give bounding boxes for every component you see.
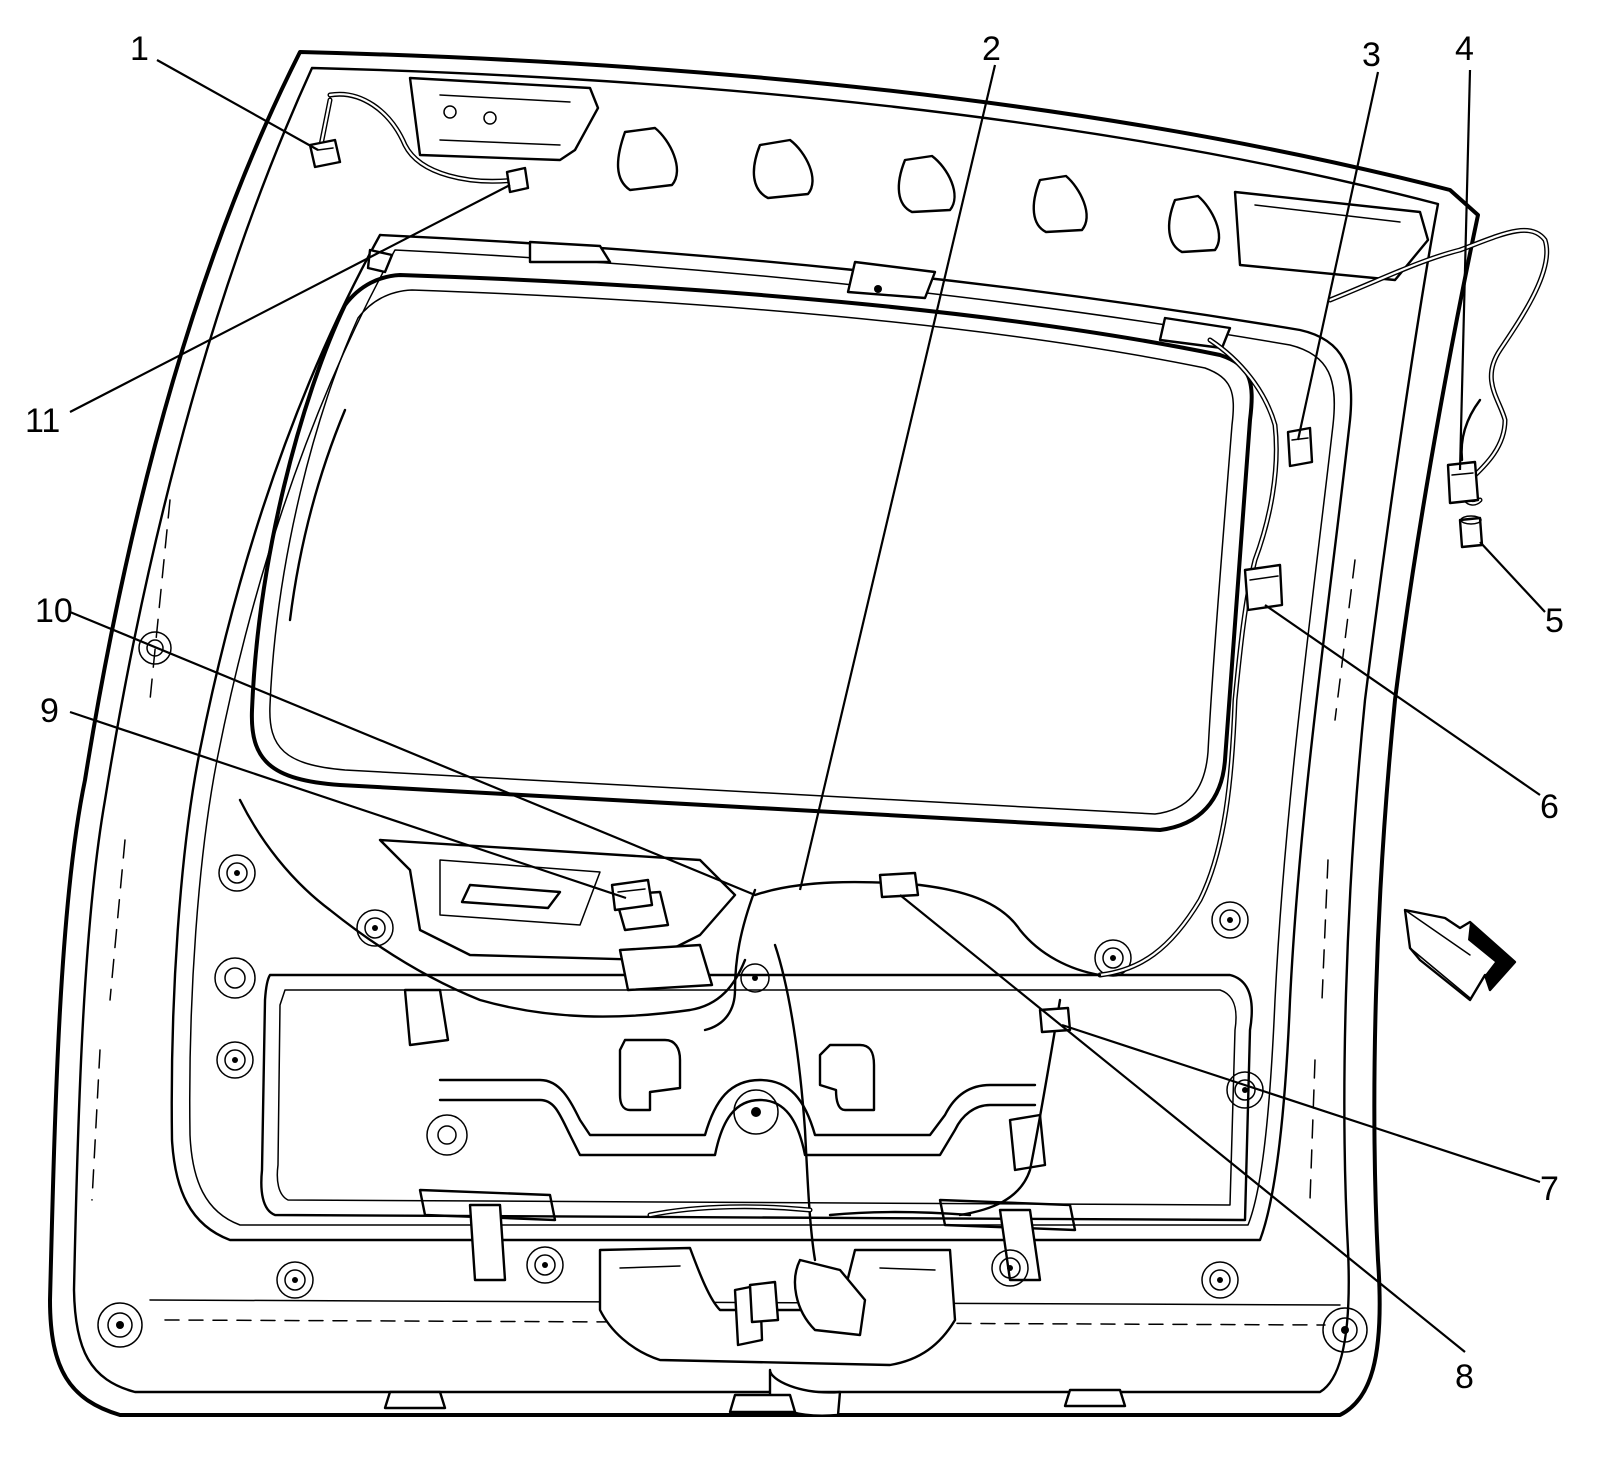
fastener: [1211, 901, 1249, 939]
callout-labels: 1 2 3 4 5 6 7 8 9 10 11: [25, 30, 1564, 1396]
leader-5: [1479, 541, 1546, 613]
leader-6: [1264, 604, 1541, 796]
leader-8: [899, 894, 1466, 1353]
leader-3: [1296, 71, 1380, 441]
lower-inner-panel: [260, 973, 1253, 1222]
callout-7: 7: [1540, 1170, 1559, 1208]
fastener: [216, 1041, 254, 1079]
fasteners: [97, 631, 1368, 1353]
fastener: [526, 1246, 564, 1284]
latch-assembly: [598, 1246, 957, 1417]
connector-latch: [748, 1280, 780, 1324]
inner-frame: [170, 233, 1353, 1242]
side-panel-details: [91, 499, 1356, 1201]
connector-1: [308, 138, 342, 169]
callout-leaders: [69, 59, 1546, 1353]
upper-mount-brackets: [408, 76, 1430, 282]
liftgate-outer-panel: [48, 50, 1480, 1417]
callout-9: 9: [40, 692, 59, 730]
callout-1: 1: [130, 30, 149, 68]
connector-8: [878, 871, 920, 899]
leader-4: [1458, 69, 1472, 471]
callout-4: 4: [1455, 30, 1474, 68]
connector-5: [1458, 515, 1484, 549]
connector-11: [505, 166, 530, 194]
callout-10: 10: [35, 592, 73, 630]
actuator-bracket: [378, 838, 737, 992]
fastener: [1094, 939, 1132, 977]
leader-7: [1061, 1023, 1541, 1184]
fastener: [356, 909, 394, 947]
callout-8: 8: [1455, 1358, 1474, 1396]
leader-11: [69, 184, 511, 413]
fastener: [97, 1302, 143, 1348]
leader-1: [156, 59, 319, 151]
leader-10: [69, 610, 756, 897]
connectors: [308, 138, 1484, 1324]
forward-arrow-icon: [1403, 908, 1517, 1002]
callout-2: 2: [982, 30, 1001, 68]
fastener: [276, 1261, 314, 1299]
rear-window-opening: [249, 273, 1254, 832]
fastener: [991, 1249, 1029, 1287]
connector-6: [1243, 563, 1284, 612]
fastener: [214, 957, 256, 999]
callout-5: 5: [1545, 602, 1564, 640]
callout-6: 6: [1540, 788, 1559, 826]
connector-4: [1446, 460, 1480, 505]
connector-3: [1286, 426, 1314, 468]
fastener: [1201, 1261, 1239, 1299]
leader-2: [798, 64, 997, 891]
connector-9: [610, 878, 654, 912]
fastener: [218, 854, 256, 892]
callout-11: 11: [25, 402, 60, 440]
callout-3: 3: [1362, 36, 1381, 74]
fastener: [1322, 1307, 1368, 1353]
fastener: [740, 963, 770, 993]
bottom-edge-clips: [383, 1388, 1127, 1414]
leader-9: [69, 710, 627, 900]
